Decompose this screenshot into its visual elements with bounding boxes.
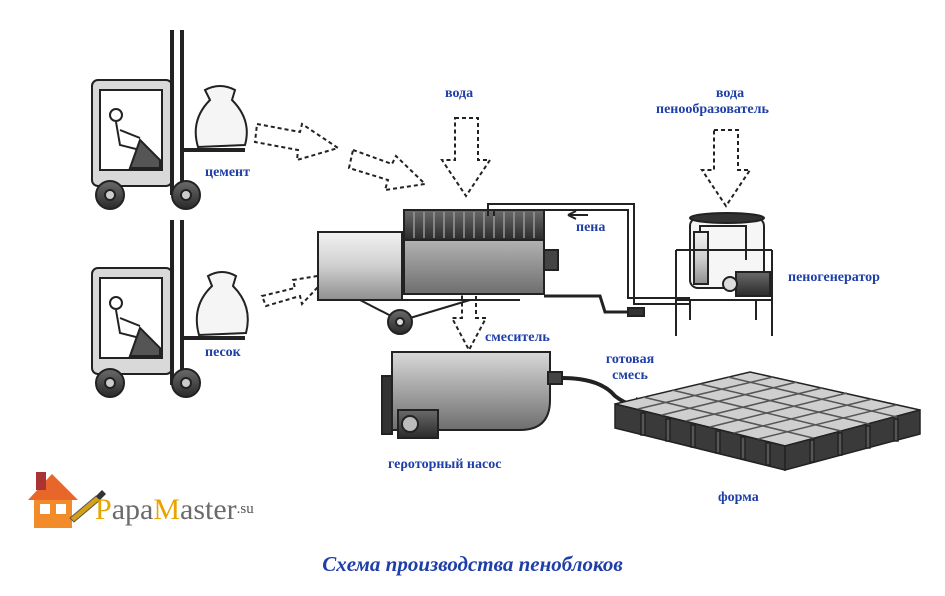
gerotor-pump bbox=[381, 351, 661, 439]
label-ready-mix-2: смесь bbox=[612, 368, 648, 383]
sand-bag-icon bbox=[195, 271, 249, 337]
logo-suffix: .su bbox=[236, 501, 254, 517]
label-mold: форма bbox=[718, 490, 759, 505]
mold-grid bbox=[614, 371, 921, 471]
logo-letter-m: M bbox=[153, 493, 181, 526]
label-cement: цемент bbox=[205, 165, 250, 180]
label-foam-generator: пеногенератор bbox=[788, 270, 880, 285]
foam-generator bbox=[675, 212, 773, 336]
label-foaming-agent: пенообразователь bbox=[656, 102, 769, 117]
label-gerotor-pump: геροторный насос bbox=[388, 457, 502, 472]
forklift-sand bbox=[91, 220, 245, 398]
logo-house-icon bbox=[28, 472, 106, 528]
label-foam: пена bbox=[576, 220, 606, 235]
label-ready-mix-1: готовая bbox=[605, 352, 655, 367]
logo-letter-p: P bbox=[95, 493, 112, 526]
label-sand: песок bbox=[205, 345, 241, 360]
logo-part-aster: aster bbox=[180, 493, 237, 526]
label-mixer: смеситель bbox=[485, 330, 550, 345]
foam-arrow bbox=[567, 210, 588, 220]
label-water: вода bbox=[445, 86, 474, 101]
foam-pipe bbox=[487, 203, 690, 305]
logo-text: PapaMaster.su bbox=[95, 493, 254, 527]
forklift-cement bbox=[91, 30, 245, 210]
cement-bag-icon bbox=[194, 85, 248, 149]
diagram-caption: Схема производства пеноблоков bbox=[322, 552, 623, 576]
mixer bbox=[317, 209, 645, 335]
logo-part-apa: apa bbox=[111, 493, 154, 526]
label-water-2: вода bbox=[715, 86, 745, 101]
